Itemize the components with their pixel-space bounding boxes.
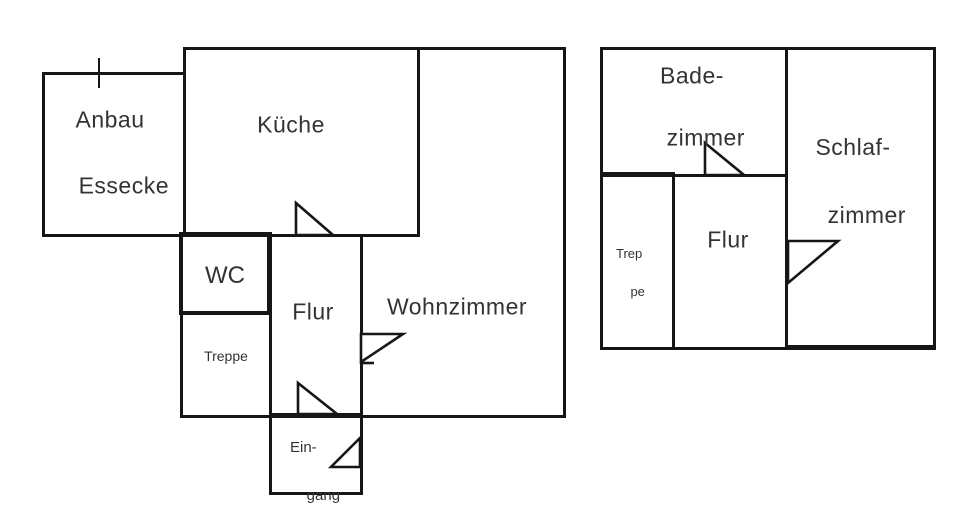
room-label-flur-og: Flur	[707, 226, 749, 253]
eg-wohnzimmer-bottom-wall	[360, 415, 566, 418]
flur-door-swing-icon	[296, 380, 341, 416]
wc-bottom-wall-bold	[179, 311, 271, 315]
badezimmer-bottom-wall	[600, 174, 788, 177]
eg-outer-right-wall	[563, 47, 566, 418]
schlafzimmer-label-line2: zimmer	[827, 202, 906, 228]
treppe-og-top-wall-bold	[600, 172, 675, 177]
room-label-anbau-essecke: Anbau Essecke	[51, 104, 169, 203]
room-label-treppe-og: Trep pe	[616, 244, 645, 301]
room-label-treppe-eg: Treppe	[204, 348, 248, 364]
treppe-og-right-wall	[672, 174, 675, 350]
room-label-badezimmer: Bade- zimmer	[639, 61, 745, 154]
og-outer-left-wall	[600, 47, 603, 350]
flur-eg-right-wall	[360, 237, 363, 418]
schlafzimmer-door-swing-icon	[786, 239, 842, 286]
wc-top-wall-bold	[179, 232, 272, 237]
anbau-top-wall	[42, 72, 183, 75]
anbau-bottom-wall	[42, 234, 186, 237]
flur-eg-left-wall	[269, 237, 272, 418]
room-label-kueche: Küche	[257, 111, 325, 138]
kueche-right-wall	[417, 47, 420, 237]
eg-outer-top-wall	[183, 47, 566, 50]
treppe-og-label-line2: pe	[630, 284, 645, 299]
wc-left-wall-bold	[179, 232, 183, 315]
eingang-left-wall	[269, 418, 272, 495]
og-outer-bottom-wall	[600, 347, 936, 350]
anbau-label-line2: Essecke	[78, 172, 169, 199]
room-label-wc: WC	[205, 262, 245, 289]
room-label-flur-eg: Flur	[292, 298, 334, 325]
schlafzimmer-left-wall	[785, 47, 788, 350]
eingang-label-line1: Ein-	[290, 439, 317, 456]
treppe-og-label-line1: Trep	[616, 246, 643, 261]
room-label-eingang: Ein- gang	[290, 436, 340, 508]
anbau-label-line1: Anbau	[75, 106, 145, 133]
eingang-right-wall	[360, 418, 363, 495]
room-label-schlafzimmer: Schlaf- zimmer	[800, 130, 906, 232]
eingang-bottom-wall	[269, 492, 363, 495]
og-outer-top-wall	[600, 47, 936, 50]
window-tick-icon	[98, 58, 100, 88]
treppe-eg-left-wall	[180, 315, 183, 418]
badezimmer-label-line1: Bade-	[660, 62, 724, 89]
eingang-door-swing-icon	[327, 434, 362, 469]
kueche-door-swing-icon	[294, 200, 337, 237]
anbau-left-wall	[42, 72, 45, 237]
eingang-label-line2: gang	[306, 487, 341, 504]
room-label-wohnzimmer: Wohnzimmer	[386, 293, 528, 320]
badezimmer-door-swing-icon	[703, 140, 748, 177]
wohnzimmer-door-swing-icon	[359, 332, 408, 365]
flur-threshold-wall-bold	[269, 413, 363, 418]
og-outer-right-wall	[933, 47, 936, 350]
badezimmer-label-line2: zimmer	[666, 124, 745, 151]
schlafzimmer-label-line1: Schlaf-	[815, 134, 891, 160]
kueche-left-wall	[183, 47, 186, 237]
og-bottom-wall-bold	[785, 345, 936, 350]
treppe-eg-bottom-wall	[180, 415, 272, 418]
